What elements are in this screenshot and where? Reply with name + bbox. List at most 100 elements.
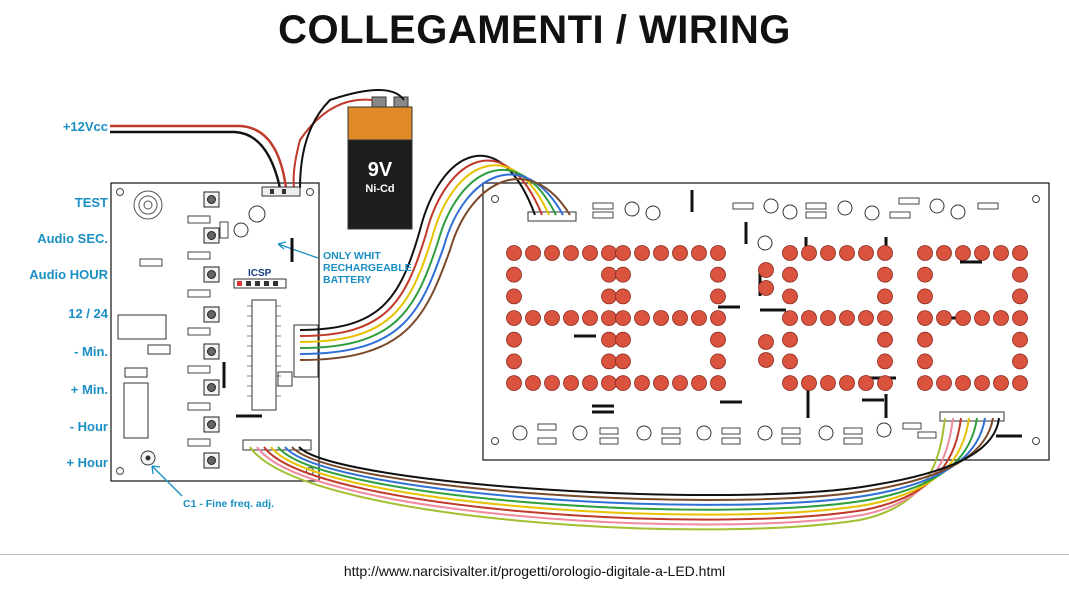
led	[877, 353, 893, 370]
led	[993, 375, 1009, 391]
led	[615, 245, 631, 261]
callout-arrows	[151, 241, 319, 497]
led	[917, 266, 933, 283]
led	[782, 245, 798, 261]
led	[782, 353, 798, 370]
led	[801, 310, 817, 326]
trimmer-center	[145, 455, 151, 461]
led	[820, 310, 836, 326]
label-plus-min: + Min.	[70, 382, 108, 397]
battery-9v	[347, 96, 413, 230]
led	[1012, 331, 1028, 348]
led	[955, 375, 971, 391]
led	[877, 266, 893, 283]
led	[525, 375, 541, 391]
control-display-connector	[293, 324, 319, 378]
led	[1012, 266, 1028, 283]
led	[1012, 310, 1028, 327]
led	[782, 331, 798, 348]
display-bottom-connector	[939, 411, 1005, 422]
led	[506, 331, 522, 348]
icsp-header	[233, 278, 287, 289]
led	[1012, 288, 1028, 305]
led	[1012, 245, 1028, 261]
label-test: TEST	[74, 195, 108, 210]
led	[839, 245, 855, 261]
led	[615, 331, 631, 348]
led	[506, 245, 522, 261]
led	[917, 245, 933, 261]
battery-note-line2: RECHARGEABLE	[323, 262, 412, 274]
led	[782, 310, 798, 327]
control-resistors	[139, 215, 229, 447]
led	[634, 375, 650, 391]
led	[782, 266, 798, 283]
led	[974, 375, 990, 391]
led	[544, 310, 560, 326]
display-transistors	[512, 198, 966, 441]
battery-note-line1: ONLY WHIT	[323, 250, 381, 262]
led	[582, 245, 598, 261]
led	[582, 375, 598, 391]
led	[758, 280, 774, 296]
led	[601, 353, 617, 370]
led	[917, 375, 933, 392]
led	[653, 310, 669, 326]
led	[601, 331, 617, 348]
led	[615, 288, 631, 305]
battery-leads	[292, 89, 405, 189]
led	[525, 245, 541, 261]
led	[615, 375, 631, 392]
battery-voltage: 9V	[368, 159, 393, 181]
ic-pins	[247, 305, 281, 397]
led	[993, 245, 1009, 261]
led	[544, 245, 560, 261]
led	[615, 266, 631, 283]
label-plus-hour: + Hour	[66, 455, 108, 470]
led	[917, 353, 933, 370]
led	[691, 375, 707, 391]
led	[672, 245, 688, 261]
led	[917, 331, 933, 348]
led	[601, 245, 617, 261]
led	[710, 288, 726, 305]
led	[691, 310, 707, 326]
display-top-connector	[527, 211, 577, 222]
ic-chips	[117, 299, 277, 439]
led	[936, 310, 952, 326]
led	[710, 245, 726, 261]
led	[615, 353, 631, 370]
buzzer	[133, 190, 163, 220]
led	[877, 331, 893, 348]
led	[758, 262, 774, 278]
label-power: +12Vcc	[62, 119, 108, 134]
wire-bundle-top	[299, 154, 571, 361]
led	[858, 375, 874, 391]
led	[601, 266, 617, 283]
led	[877, 245, 893, 261]
led	[672, 310, 688, 326]
page-title: COLLEGAMENTI / WIRING	[278, 8, 791, 52]
led	[801, 245, 817, 261]
led	[782, 288, 798, 305]
led	[563, 245, 579, 261]
led	[710, 266, 726, 283]
control-led-connector	[242, 439, 312, 451]
led	[653, 245, 669, 261]
led	[691, 245, 707, 261]
power-cable	[110, 124, 288, 189]
led	[877, 288, 893, 305]
led	[710, 353, 726, 370]
led	[582, 310, 598, 326]
led	[506, 353, 522, 370]
led	[710, 310, 726, 327]
led	[615, 310, 631, 327]
led	[974, 310, 990, 326]
led	[917, 310, 933, 327]
power-connector	[261, 186, 301, 197]
led	[877, 375, 893, 392]
display-resistors	[537, 197, 999, 445]
push-buttons	[203, 191, 220, 469]
led	[993, 310, 1009, 326]
led	[820, 375, 836, 391]
